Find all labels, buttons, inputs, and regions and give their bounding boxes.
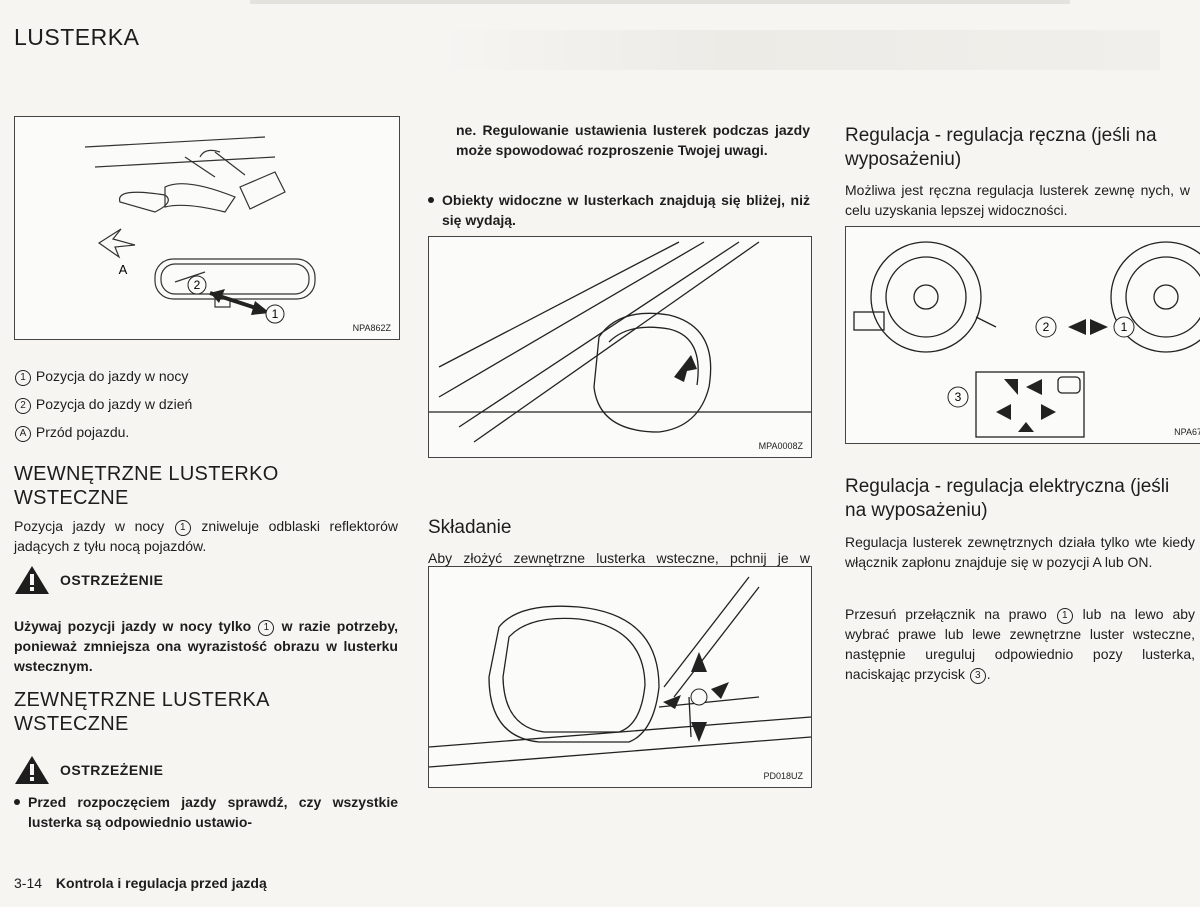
page-number: 3-14	[14, 875, 43, 891]
fig-label-1: 1	[1121, 320, 1128, 334]
page-footer: 3-14 Kontrola i regulacja przed jazdą	[14, 875, 267, 891]
bullet-text: Przed rozpoczęciem jazdy sprawdź, czy ws…	[28, 794, 398, 830]
fig-label-3: 3	[955, 390, 962, 404]
folding-figure: PD018UZ	[428, 566, 812, 788]
legend-item: A Przód pojazdu.	[14, 422, 398, 442]
warning-triangle-icon	[15, 566, 49, 594]
legend-mark: 2	[15, 398, 31, 414]
page-title: LUSTERKA	[14, 24, 140, 50]
legend-item: 2 Pozycja do jazdy w dzień	[14, 394, 398, 414]
figure-code: NPA67	[1174, 427, 1200, 437]
warning-label: OSTRZEŻENIE	[60, 572, 164, 588]
fig-label-2: 2	[1043, 320, 1050, 334]
legend-text: Pozycja do jazdy w nocy	[35, 368, 189, 384]
electric-adjust-heading: Regulacja - regulacja elektryczna (jeśli…	[845, 476, 1170, 521]
legend-text: Przód pojazdu.	[35, 424, 130, 440]
legend-mark: 1	[15, 370, 31, 386]
legend-mark: A	[15, 426, 31, 442]
folding-heading: Składanie	[428, 517, 512, 538]
page-top-edge	[250, 0, 1070, 4]
mirror-switch-illustration: 2 1 3	[853, 241, 1200, 438]
warning-text: Używaj pozycji jazdy w nocy tylko 1 w ra…	[14, 618, 398, 674]
manual-adjust-text: Możliwa jest ręczna regulacja lusterek z…	[845, 182, 1190, 218]
fig-label-1: 1	[272, 307, 279, 321]
outside-mirror-figure: MPA0008Z	[428, 236, 812, 458]
inner-mirror-text: Pozycja jazdy w nocy 1 zniweluje odblask…	[14, 518, 399, 554]
mirror-switch-figure: 2 1 3 NPA67	[845, 226, 1200, 444]
warning-bullet: Przed rozpoczęciem jazdy sprawdź, czy ws…	[14, 792, 398, 832]
bullet-dot	[14, 799, 20, 805]
footer-title: Kontrola i regulacja przed jazdą	[55, 875, 267, 891]
warning-triangle-icon	[15, 756, 49, 784]
folding-illustration	[429, 576, 811, 768]
continued-warning-text: ne. Regulowanie ustawienia lusterek podc…	[456, 122, 810, 158]
electric-adjust-text: Regulacja lusterek zewnętrznych działa t…	[845, 534, 1195, 570]
manual-adjust-heading: Regulacja - regulacja ręczna (jeśli na w…	[845, 125, 1157, 170]
outside-mirror-illustration	[429, 241, 811, 443]
bullet-dot	[428, 197, 434, 203]
legend-text: Pozycja do jazdy w dzień	[35, 396, 193, 412]
warning-header: OSTRZEŻENIE	[14, 755, 398, 785]
fig-label-2: 2	[194, 278, 201, 292]
switch-instruction-text: Przesuń przełącznik na prawo 1 lub na le…	[845, 606, 1196, 684]
warning-bullet: Obiekty widoczne w lusterkach znajdują s…	[428, 190, 810, 230]
bleed-through-shading	[440, 30, 1160, 70]
figure-code: NPA862Z	[352, 323, 391, 333]
fig-label-a: A	[119, 262, 128, 277]
warning-label: OSTRZEŻENIE	[60, 762, 164, 778]
legend-list: 1 Pozycja do jazdy w nocy 2 Pozycja do j…	[14, 366, 398, 442]
legend-item: 1 Pozycja do jazdy w nocy	[14, 366, 398, 386]
warning-header: OSTRZEŻENIE	[14, 565, 398, 595]
interior-mirror-figure: 2 1 A NPA862Z	[14, 116, 400, 340]
bullet-text: Obiekty widoczne w lusterkach znajdują s…	[442, 192, 810, 228]
interior-mirror-illustration: 2 1 A	[84, 136, 316, 324]
figure-code: PD018UZ	[763, 771, 803, 781]
figure-code: MPA0008Z	[758, 441, 803, 451]
